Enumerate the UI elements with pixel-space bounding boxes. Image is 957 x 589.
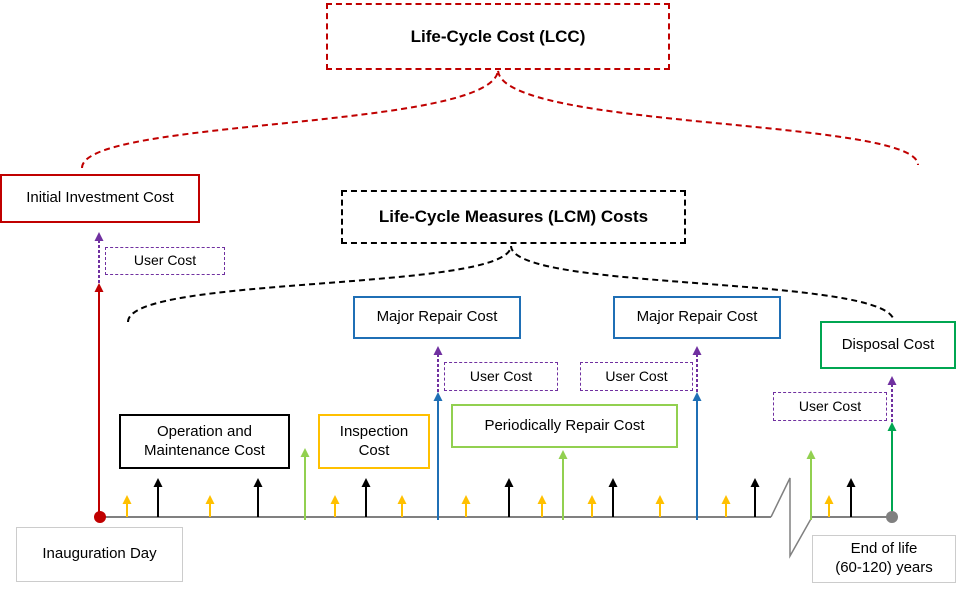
initial-investment-box: Initial Investment Cost xyxy=(0,174,200,223)
timeline-break xyxy=(770,477,813,559)
periodic-repair-box: Periodically Repair Cost xyxy=(451,404,678,448)
periodic-repair-arrow xyxy=(300,448,310,520)
user-cost-box-major-1: User Cost xyxy=(444,362,558,391)
major-repair-arrow xyxy=(692,392,702,520)
disposal-user-cost-arrow xyxy=(887,376,897,422)
major-repair-box-2: Major Repair Cost xyxy=(613,296,781,339)
major-user-cost-arrow xyxy=(692,346,702,392)
maintenance-arrow xyxy=(750,478,760,517)
major-user-cost-arrow xyxy=(433,346,443,392)
maintenance-arrow xyxy=(153,478,163,517)
lcc-brace xyxy=(81,69,919,169)
major-repair-box-1: Major Repair Cost xyxy=(353,296,521,339)
periodic-repair-arrow xyxy=(558,450,568,520)
inspection-arrow xyxy=(397,495,407,517)
lcm-box: Life-Cycle Measures (LCM) Costs xyxy=(341,190,686,244)
maintenance-arrow xyxy=(361,478,371,517)
lcm-brace xyxy=(127,245,895,323)
maintenance-arrow xyxy=(253,478,263,517)
disposal-arrow xyxy=(887,422,897,517)
cost-arrows xyxy=(94,232,897,520)
operation-maintenance-box: Operation and Maintenance Cost xyxy=(119,414,290,469)
user-cost-box-major-2: User Cost xyxy=(580,362,693,391)
user-cost-box-disposal: User Cost xyxy=(773,392,887,421)
inauguration-point xyxy=(94,511,106,523)
inspection-arrow xyxy=(824,495,834,517)
inauguration-day-box: Inauguration Day xyxy=(16,527,183,582)
end-of-life-point xyxy=(886,511,898,523)
maintenance-arrow xyxy=(846,478,856,517)
maintenance-arrow xyxy=(608,478,618,517)
disposal-box: Disposal Cost xyxy=(820,321,956,369)
initial-investment-arrow xyxy=(94,283,104,517)
inspection-arrow xyxy=(461,495,471,517)
inspection-arrow xyxy=(721,495,731,517)
lcc-box: Life-Cycle Cost (LCC) xyxy=(326,3,670,70)
maintenance-arrow xyxy=(504,478,514,517)
inspection-arrow xyxy=(330,495,340,517)
user-cost-box-initial: User Cost xyxy=(105,247,225,275)
initial-user-cost-arrow xyxy=(94,232,104,283)
inspection-arrow xyxy=(655,495,665,517)
inspection-box: Inspection Cost xyxy=(318,414,430,469)
end-of-life-box: End of life (60-120) years xyxy=(812,535,956,583)
inspection-arrow xyxy=(205,495,215,517)
major-repair-arrow xyxy=(433,392,443,520)
inspection-arrow xyxy=(122,495,132,517)
inspection-arrow xyxy=(587,495,597,517)
inspection-arrow xyxy=(537,495,547,517)
periodic-repair-arrow xyxy=(806,450,816,520)
